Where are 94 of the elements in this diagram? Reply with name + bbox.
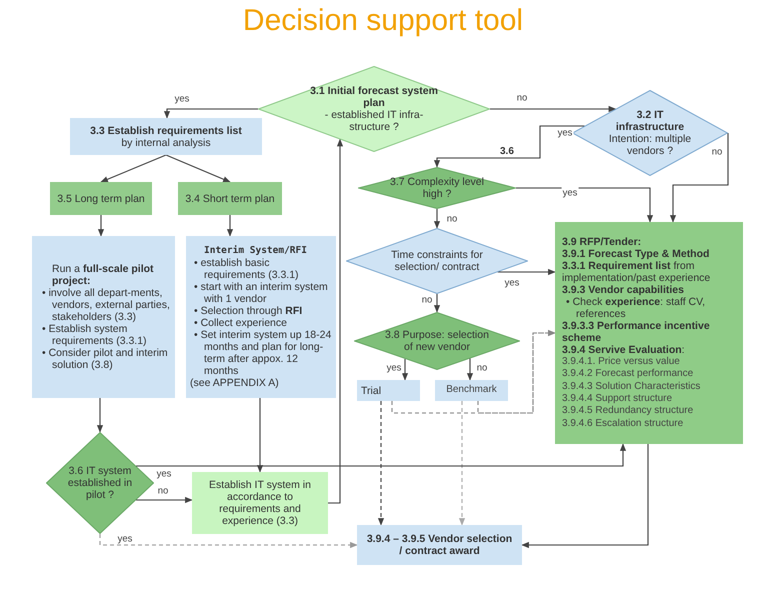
arrow (166, 154, 231, 182)
decision-diamond (572, 90, 728, 176)
arrow (434, 294, 440, 313)
edge-label: yes (504, 278, 520, 288)
box-heading: 3.3 Establish requirements list (89, 124, 243, 136)
box-text: Benchmark (445, 384, 498, 397)
process-box (192, 472, 328, 534)
arrow (458, 401, 466, 526)
process-box (435, 380, 508, 401)
bullet-item: • establish basic requirements (3.3.1) (193, 257, 300, 281)
box-text: 3.7 Complexity level high ? (389, 176, 485, 200)
box-heading: 3.1 Initial forecast system plan (309, 85, 439, 109)
edge-label: no (710, 146, 724, 158)
process-box (555, 222, 743, 444)
arrow (226, 215, 234, 237)
edge-label: no (516, 92, 528, 104)
arrow (521, 444, 649, 548)
box-text: 3.9.3 Vendor capabilities (562, 284, 685, 296)
edge-label: yes (562, 188, 578, 198)
decision-diamond (358, 167, 516, 209)
arrow (136, 443, 626, 467)
process-box (186, 236, 336, 398)
edge-label: yes (156, 468, 172, 480)
process-box (357, 380, 420, 401)
process-box (357, 525, 522, 565)
decision-diamond (46, 432, 154, 534)
arrow (670, 133, 729, 223)
box-heading: 3.2 IT infrastructure (614, 109, 686, 133)
process-box (70, 118, 262, 155)
arrow (434, 209, 440, 229)
process-box (32, 236, 175, 398)
box-text: 3.9.4.5 Redundancy structure (562, 405, 694, 418)
arrow (100, 154, 166, 182)
box-text: 3.6 IT system established in pilot ? (67, 465, 133, 501)
edge-label: yes (386, 362, 402, 374)
bullet-item: • Collect experience (193, 317, 288, 329)
edge-label: no (420, 294, 434, 306)
decision-diamond (346, 228, 528, 294)
edge-label: no (476, 362, 488, 374)
box-text: 3.4 Short term plan (184, 192, 276, 204)
bullet-item: • Set interim system up 18-24 months and plan for long-term after appox. 12 months (193, 329, 332, 377)
box-text: 3.9.4.3 Solution Characteristics (562, 380, 702, 393)
process-box (50, 182, 152, 215)
box-text: 3.9.4.1. Price versus value (562, 356, 681, 368)
arrow (516, 187, 654, 223)
box-text: Establish IT system in accordance to requirements and experience (3.3) (208, 479, 312, 527)
decision-diamond (258, 66, 490, 152)
edge-label: no (446, 214, 458, 224)
bullet-item: • Selection through RFI (193, 305, 304, 317)
edge-label: yes (116, 534, 134, 544)
box-text: Time constraints for selection/ contract (390, 249, 484, 273)
box-text: 3.3.1 Requirement list from implementation/past experience (562, 260, 712, 284)
box-text: Trial (361, 384, 382, 396)
bullet-item: • Establish system requirements (3.3.1) (41, 323, 148, 347)
arrow (256, 398, 264, 473)
arrow (490, 106, 616, 112)
box-heading: 3.9 RFP/Tender: (562, 236, 642, 248)
arrow (498, 268, 556, 276)
arrow (99, 534, 358, 548)
bullet-item: • Check experience: staff CV, references (565, 296, 706, 320)
box-text: 3.8 Purpose: selection of new vendor (385, 329, 489, 353)
arrow (378, 401, 384, 526)
edge-label: yes (556, 128, 574, 138)
box-heading: Interim System/RFI (203, 245, 308, 257)
box-text: 3.9.1 Forecast Type & Method (562, 248, 710, 260)
box-text: Intention: multiple vendors ? (608, 133, 692, 157)
arrow (434, 125, 585, 168)
box-text: 3.9.4.6 Escalation structure (562, 418, 684, 430)
box-text: 3.9.4.4 Support structure (562, 393, 674, 406)
arrow (466, 358, 474, 381)
box-text: 3.9.4.2 Forecast performance (562, 368, 694, 381)
arrow (402, 358, 408, 381)
bullet-item: • Consider pilot and interim solution (3.8) (41, 347, 169, 371)
box-text: by internal analysis (120, 136, 212, 148)
bullet-item: • start with an interim system with 1 vendor (193, 281, 329, 305)
arrow (136, 496, 193, 504)
box-text: 3.9.4 – 3.9.5 Vendor selection / contract award (366, 533, 514, 557)
bullet-item: • involve all depart-ments, vendors, external parties, stakeholders (3.3) (41, 287, 171, 323)
arrow (164, 108, 258, 119)
step-number: 3.6 (500, 146, 514, 157)
box-heading: Run a full-scale pilot project: (51, 263, 155, 287)
arrow (96, 398, 104, 433)
arrow (328, 138, 344, 504)
edge-label: yes (174, 94, 190, 104)
box-text: 3.9.3.3 Performance incentive scheme (562, 320, 711, 344)
box-text: (see APPENDIX A) (190, 377, 280, 389)
box-text: - established IT infra-structure ? (324, 109, 424, 133)
title: Decision support tool (242, 4, 524, 37)
edge-label: no (156, 486, 170, 496)
box-text: 3.5 Long term plan (56, 192, 146, 204)
process-box (178, 182, 282, 215)
arrow (477, 330, 556, 414)
arrow (98, 215, 104, 237)
box-text: 3.9.4 Servive Evaluation: (562, 344, 686, 356)
